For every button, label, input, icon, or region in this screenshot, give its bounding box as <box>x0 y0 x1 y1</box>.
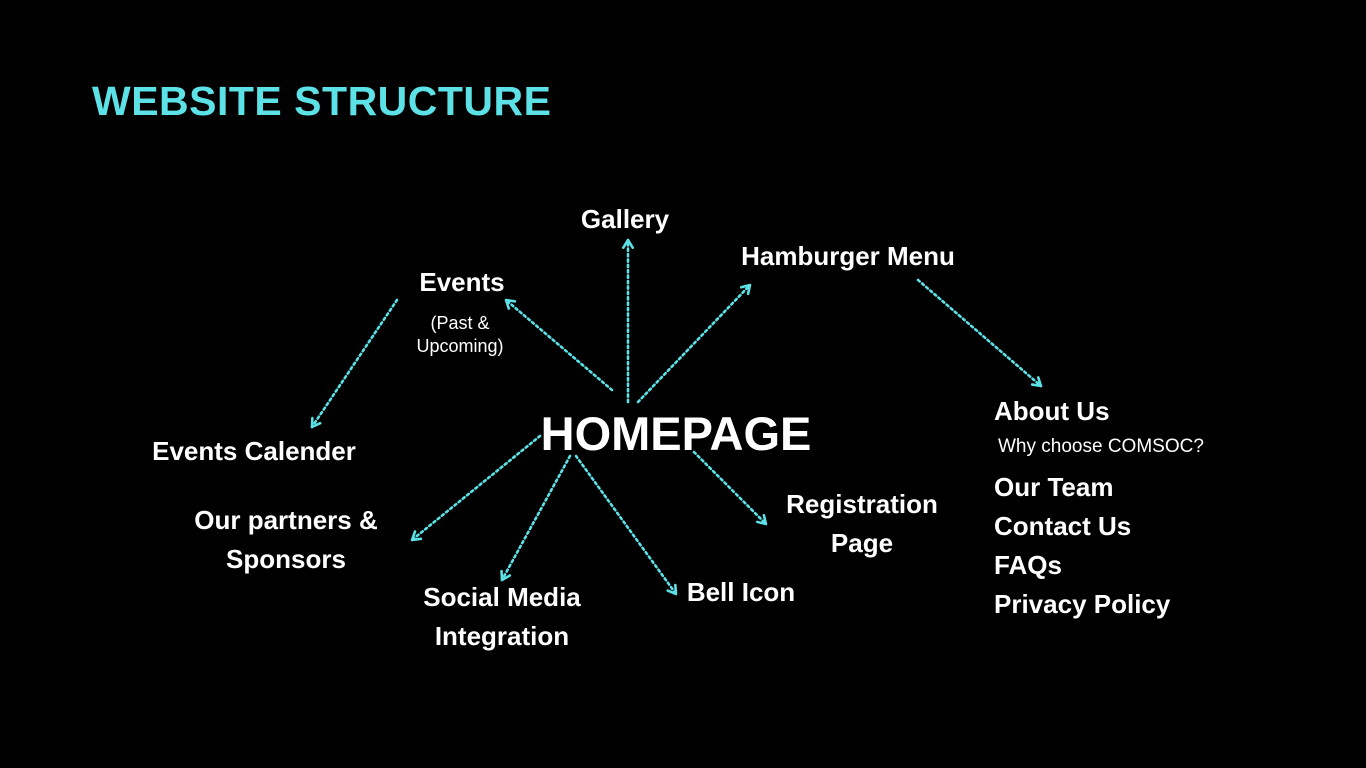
social-line1: Social Media <box>423 582 581 612</box>
arrow-to-events <box>504 298 614 392</box>
hamburger-menu-node: Hamburger Menu <box>741 241 955 271</box>
partners-line1: Our partners & <box>194 505 378 535</box>
about-us-node: About Us <box>994 396 1110 426</box>
arrow-to-bell <box>574 454 678 596</box>
menu-item-contact-us: Contact Us <box>994 511 1132 541</box>
menu-item-privacy-policy: Privacy Policy <box>994 589 1171 619</box>
about-us-subtitle: Why choose COMSOC? <box>998 436 1204 457</box>
menu-items-list: Our Team Contact Us FAQs Privacy Policy <box>994 468 1170 624</box>
events-note-line2: Upcoming) <box>416 336 504 356</box>
gallery-node: Gallery <box>580 204 670 234</box>
arrow-to-registration <box>692 450 768 526</box>
menu-item-faqs: FAQs <box>994 550 1062 580</box>
page-title: WEBSITE STRUCTURE <box>92 78 552 124</box>
bell-icon-node: Bell Icon <box>686 577 796 607</box>
registration-line2: Page <box>830 528 894 558</box>
events-note-line1: (Past & <box>430 313 490 333</box>
arrow-to-gallery <box>621 238 635 404</box>
social-media-node: Social Media Integration <box>423 578 581 656</box>
registration-line1: Registration <box>786 489 938 519</box>
events-calender-node: Events Calender <box>152 436 356 466</box>
registration-page-node: Registration Page <box>786 485 938 563</box>
arrow-to-partners <box>410 434 542 542</box>
partners-sponsors-node: Our partners & Sponsors <box>194 501 378 579</box>
events-note: (Past & Upcoming) <box>416 312 503 358</box>
partners-line2: Sponsors <box>226 544 346 574</box>
menu-item-our-team: Our Team <box>994 472 1114 502</box>
events-node: Events <box>419 267 505 297</box>
arrow-hamburger-about <box>916 278 1043 388</box>
social-line2: Integration <box>434 621 570 651</box>
arrow-to-hamburger <box>636 283 752 404</box>
arrow-events-calender <box>310 298 399 429</box>
homepage-node: HOMEPAGE <box>540 407 812 460</box>
arrow-to-social <box>500 454 572 582</box>
